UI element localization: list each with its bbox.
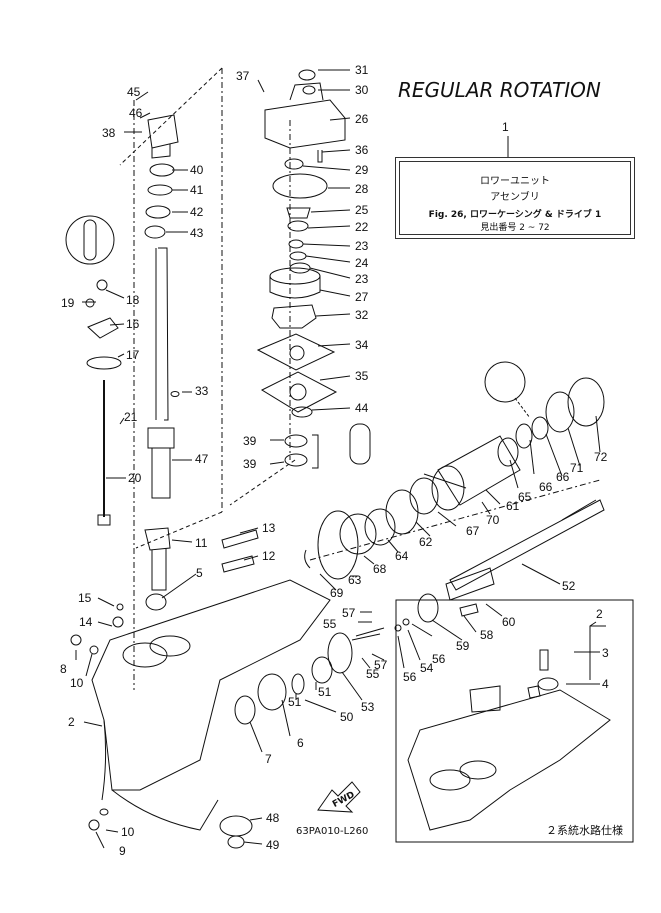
part-label: 6	[297, 736, 304, 750]
part-label: 66	[539, 480, 553, 494]
part-label: 23	[355, 272, 369, 286]
part-label: 60	[502, 615, 516, 629]
part-label: 56	[403, 670, 417, 684]
part-label: 67	[466, 524, 480, 538]
part-label: 46	[129, 106, 143, 120]
part-label: 69	[330, 586, 344, 600]
part-label: 45	[127, 85, 141, 99]
part-label: 64	[395, 549, 409, 563]
part-label: 72	[594, 450, 608, 464]
part-label: 13	[262, 521, 276, 535]
part-label: 57	[374, 658, 388, 672]
part-label: 19	[61, 296, 75, 310]
part-label: 53	[361, 700, 375, 714]
part-label: 31	[355, 63, 369, 77]
part-label: 70	[486, 513, 500, 527]
callout-inner-frame: ロワーユニット アセンブリ Fig. 26, ロワーケーシング & ドライブ 1…	[399, 161, 631, 235]
part-label: 3	[602, 646, 609, 660]
part-label: 63	[348, 573, 362, 587]
part-label: 51	[318, 685, 332, 699]
part-label: 44	[355, 401, 369, 415]
part-label: 2	[68, 715, 75, 729]
part-label: 66	[556, 470, 570, 484]
part-label: 15	[78, 591, 92, 605]
part-label: 41	[190, 183, 204, 197]
part-label: 52	[562, 579, 576, 593]
part-label: 38	[102, 126, 116, 140]
part-label: 56	[432, 652, 446, 666]
part-label: 27	[355, 290, 369, 304]
part-label: 9	[119, 844, 126, 858]
part-label: 40	[190, 163, 204, 177]
part-label: 34	[355, 338, 369, 352]
part-label: 58	[480, 628, 494, 642]
callout-line-2: アセンブリ	[490, 192, 540, 203]
part-label: 62	[419, 535, 433, 549]
part-label: 26	[355, 112, 369, 126]
assembly-callout-box: ロワーユニット アセンブリ Fig. 26, ロワーケーシング & ドライブ 1…	[395, 157, 635, 239]
callout-ref-number: 1	[502, 120, 509, 134]
part-label: 10	[70, 676, 84, 690]
part-label: 28	[355, 182, 369, 196]
part-label: 2	[596, 607, 603, 621]
part-label: 4	[602, 677, 609, 691]
part-label: 11	[195, 536, 208, 550]
part-label: 7	[265, 752, 272, 766]
part-label: 59	[456, 639, 470, 653]
part-label: 22	[355, 220, 369, 234]
part-label: 57	[342, 606, 356, 620]
part-label: 32	[355, 308, 369, 322]
part-label: 39	[243, 457, 257, 471]
part-label: 12	[262, 549, 276, 563]
part-label: 35	[355, 369, 369, 383]
part-label: 5	[196, 566, 203, 580]
page-title: REGULAR ROTATION	[398, 78, 601, 102]
part-label: 43	[190, 226, 204, 240]
inset-note: ２系統水路仕様	[546, 824, 623, 837]
part-label: 61	[506, 499, 520, 513]
part-label: 54	[420, 661, 434, 675]
part-label: 29	[355, 163, 369, 177]
part-label: 37	[236, 69, 250, 83]
part-label: 10	[121, 825, 135, 839]
part-label: 30	[355, 83, 369, 97]
part-label: 55	[366, 667, 380, 681]
part-label: 23	[355, 239, 369, 253]
part-label: 14	[79, 615, 93, 629]
part-label: 36	[355, 143, 369, 157]
part-label: 50	[340, 710, 354, 724]
callout-line-3: Fig. 26, ロワーケーシング & ドライブ 1	[428, 210, 602, 220]
part-label: 17	[126, 348, 140, 362]
part-label: 21	[124, 410, 138, 424]
part-label: 33	[195, 384, 209, 398]
part-label: 71	[570, 461, 584, 475]
part-label: 68	[373, 562, 387, 576]
part-label: 47	[195, 452, 209, 466]
part-label: 39	[243, 434, 257, 448]
callout-line-1: ロワーユニット	[480, 176, 550, 187]
part-label: 55	[323, 617, 337, 631]
part-label: 20	[128, 471, 142, 485]
part-label: 8	[60, 662, 67, 676]
part-label: 16	[126, 317, 140, 331]
part-label: 48	[266, 811, 280, 825]
callout-line-4: 見出番号 2 ~ 72	[480, 223, 550, 233]
diagram-code: 63PA010-L260	[296, 826, 369, 837]
part-label: 24	[355, 256, 369, 270]
part-label: 51	[288, 695, 302, 709]
part-label: 42	[190, 205, 204, 219]
part-label: 18	[126, 293, 140, 307]
part-label: 25	[355, 203, 369, 217]
part-label: 65	[518, 490, 532, 504]
part-label: 49	[266, 838, 280, 852]
